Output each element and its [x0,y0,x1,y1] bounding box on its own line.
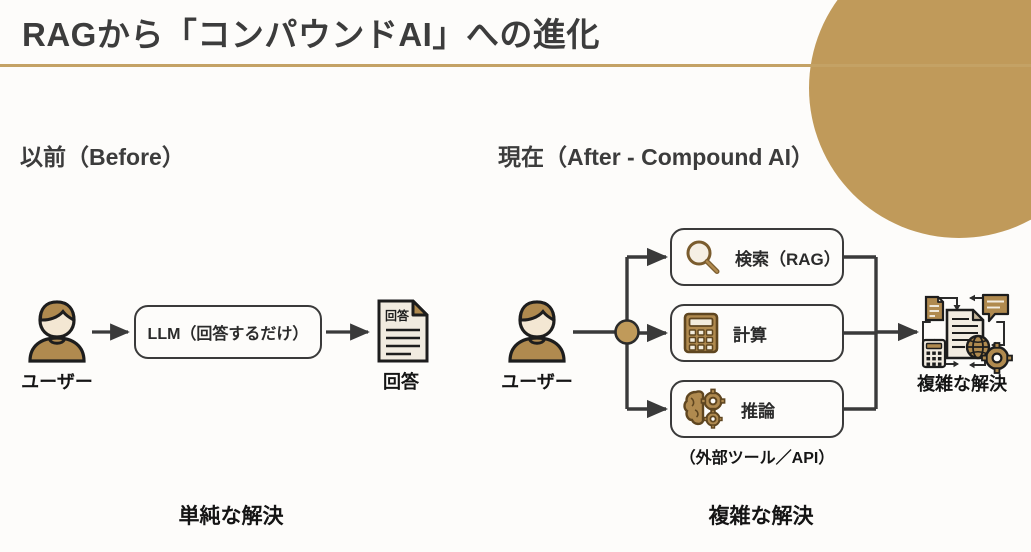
document-inline-text: 回答 [385,308,410,323]
junction-node [614,319,640,345]
llm-process-label: LLM（回答するだけ） [147,326,309,343]
user-icon-after [502,296,572,366]
document-folded-corner [411,299,429,317]
bottom-caption-after: 複雑な解決 [708,505,814,528]
tool-box-calculation[interactable]: 計算 [670,304,844,362]
complex-solution-icon [913,285,1013,377]
brain-gears-icon [682,388,728,430]
user-icon-before [22,296,92,366]
decorative-circle [809,0,1031,238]
user-label-after: ユーザー [501,372,573,392]
user-body-shape [28,336,86,363]
satellite-calculator-icon [921,338,947,369]
section-heading-after: 現在（After - Compound AI） [498,144,815,170]
user-hair-shape [38,300,76,323]
tool-box-inference[interactable]: 推論 [670,380,844,438]
gear-large [700,388,726,414]
user-body-shape [508,336,566,363]
satellite-document-icon [924,295,945,322]
center-document-fold [971,308,985,322]
answer-document-icon: 回答 [375,298,431,364]
title-divider-rule [0,64,1031,67]
user-hair-shape [518,300,556,323]
complex-solution-label: 複雑な解決 [917,374,1007,394]
section-heading-before: 以前（Before） [20,144,185,170]
llm-process-box[interactable]: LLM（回答するだけ） [134,305,322,359]
brain-shape [683,390,705,426]
tool-label-search-rag: 検索（RAG） [735,249,841,269]
bottom-caption-before: 単純な解決 [178,505,284,528]
magnifier-icon [682,237,722,277]
tool-label-calculation: 計算 [733,325,767,345]
globe-icon [965,334,991,360]
calculator-icon [682,312,720,354]
answer-label-before: 回答 [383,372,419,392]
page-title: RAGから「コンパウンドAI」への進化 [22,16,600,53]
satellite-gear-icon [981,342,1013,374]
tool-box-search-rag[interactable]: 検索（RAG） [670,228,844,286]
gear-small [703,409,723,429]
user-collar-shape [48,338,66,345]
tools-api-note: （外部ツール／API） [679,450,835,467]
speech-bubble-icon [981,293,1010,323]
user-label-before: ユーザー [21,372,93,392]
document-text-lines [386,328,420,356]
user-collar-shape [528,338,546,345]
tool-label-inference: 推論 [741,401,775,421]
